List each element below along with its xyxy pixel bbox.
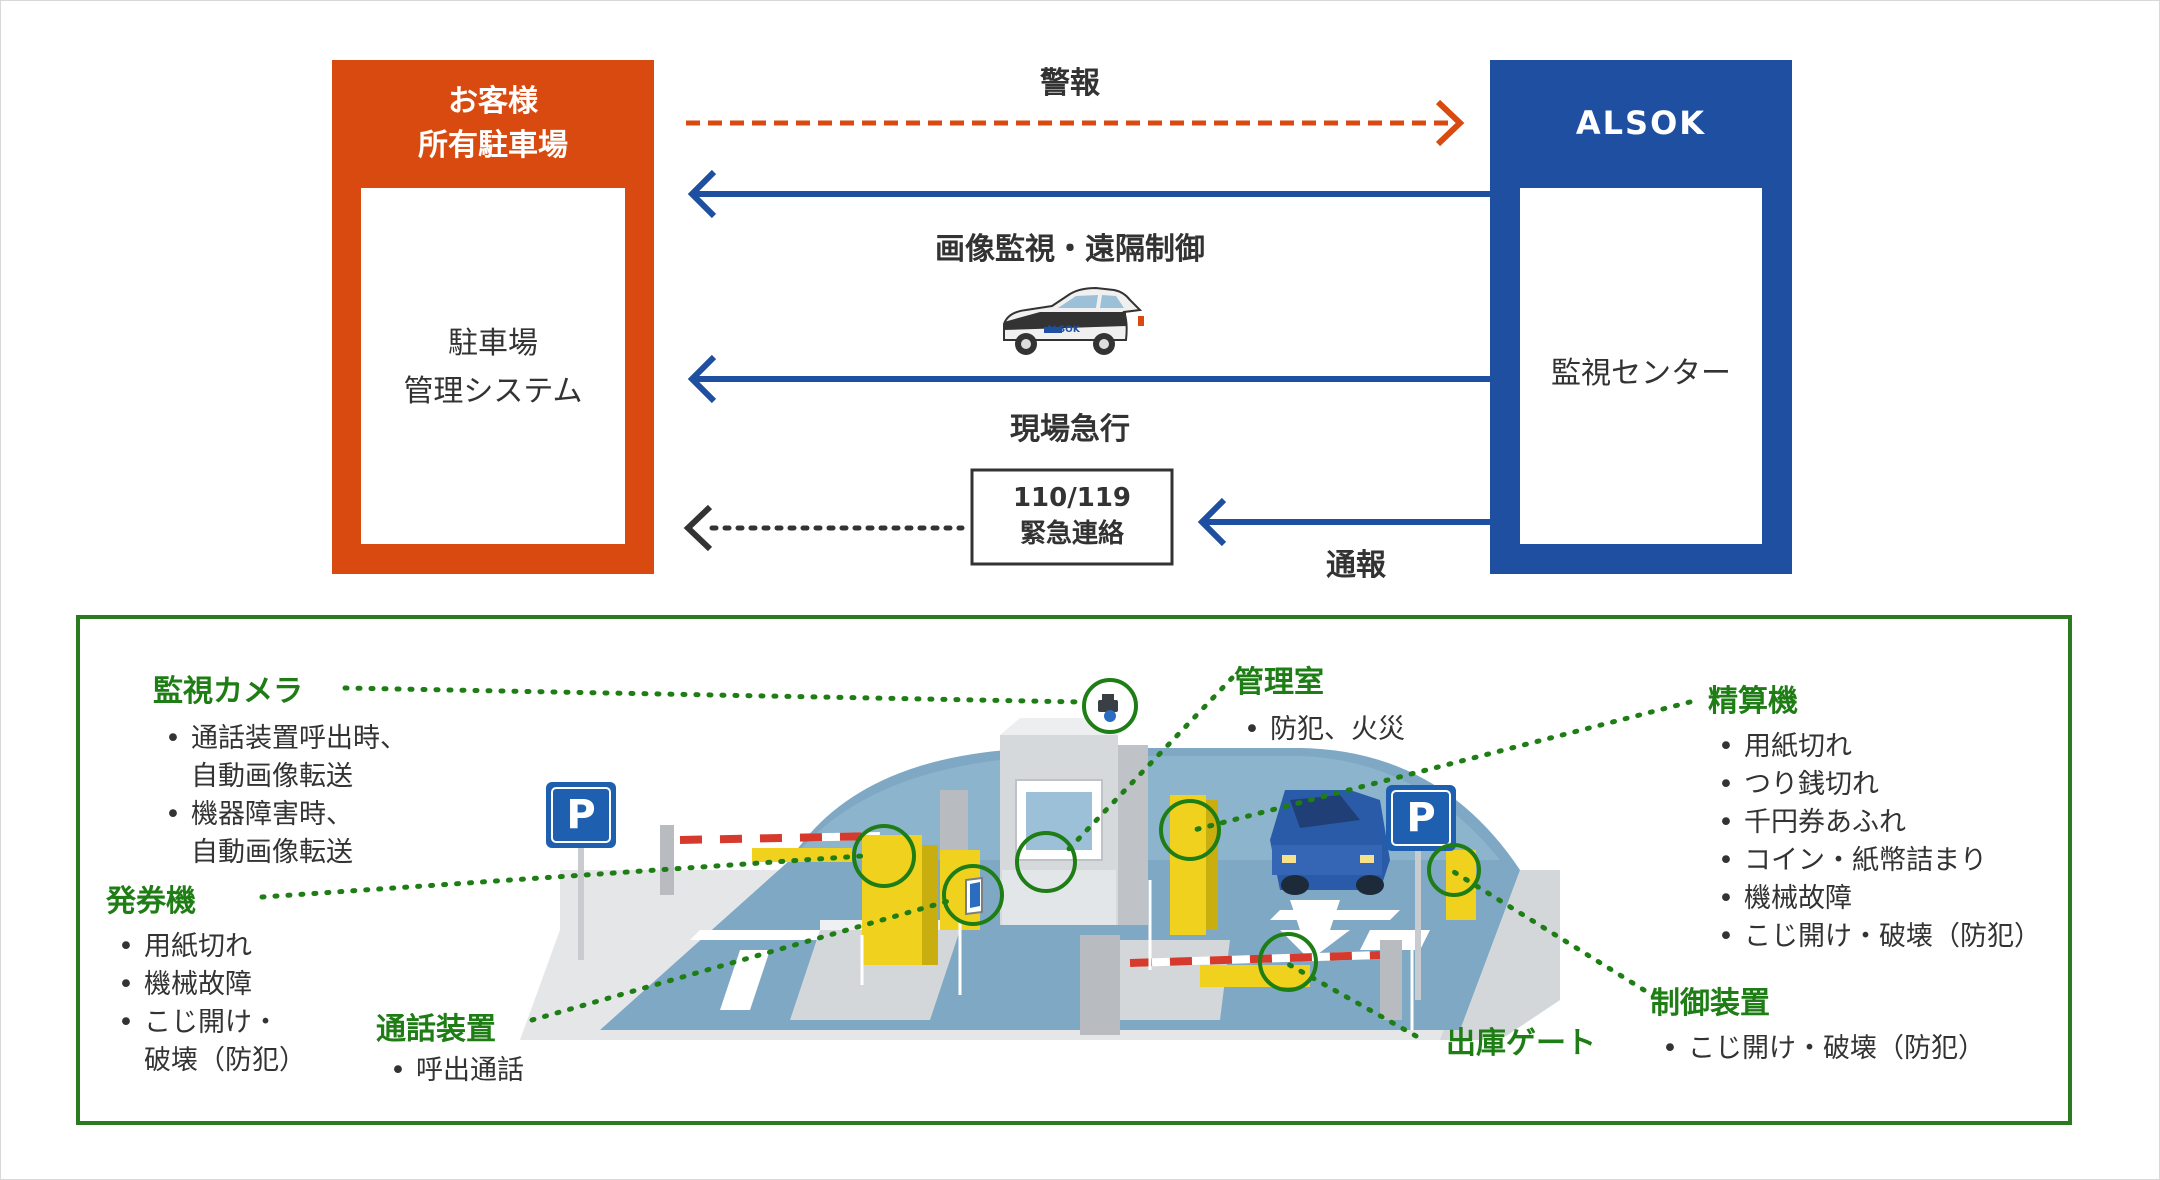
ticket-title: 発券機	[106, 884, 196, 919]
entry-yellow-strip	[752, 848, 852, 862]
post-2	[1080, 935, 1120, 1035]
report-arrowhead	[1197, 497, 1227, 547]
image-monitor-arrowhead	[687, 169, 717, 219]
rush-label: 現場急行	[1010, 412, 1130, 447]
exit-gate-device	[1200, 965, 1310, 987]
parking-system-line1: 駐車場	[448, 326, 538, 361]
parking-system-label: 駐車場 管理システム	[361, 320, 625, 416]
controller-title: 制御装置	[1650, 986, 1770, 1021]
alsok-inner-box	[1520, 188, 1762, 544]
camera-item: 自動画像転送	[191, 837, 353, 868]
car-logo-text: ALSOK	[1046, 325, 1080, 335]
ticket-item: 用紙切れ	[118, 928, 306, 966]
exit-gate-marker	[1258, 932, 1318, 992]
controller-item: こじ開け・破壊（防犯）	[1662, 1030, 1985, 1068]
road-marking-arrow-right	[1280, 900, 1350, 960]
alarm-arrowhead	[1435, 99, 1465, 147]
parking-sign-left	[546, 782, 616, 960]
camera-title: 監視カメラ	[153, 674, 303, 709]
leader-exit-gate	[1285, 961, 1419, 1039]
emergency-line1: 110/119	[1012, 483, 1132, 513]
emergency-box	[970, 468, 1174, 566]
camera-legend: 監視カメラ 通話装置呼出時、 自動画像転送 機器障害時、 自動画像転送	[153, 666, 407, 872]
ticket-items: 用紙切れ 機械故障 こじ開け・ 破壊（防犯）	[106, 928, 306, 1080]
office-legend: 管理室 防犯、火災	[1234, 657, 1405, 749]
office-marker	[1015, 831, 1077, 893]
controller-items: こじ開け・破壊（防犯）	[1650, 1030, 1985, 1068]
ticket-marker	[852, 824, 916, 888]
management-booth	[1000, 718, 1148, 925]
road-marking-arrow-left	[720, 950, 770, 1010]
leader-controller	[1451, 869, 1647, 993]
alsok-title: ALSOK	[1575, 104, 1707, 142]
payment-title: 精算機	[1708, 684, 1798, 719]
emergency-arrowhead	[683, 504, 713, 552]
leader-intercom	[529, 897, 955, 1023]
image-monitor-label: 画像監視・遠隔制御	[935, 232, 1205, 267]
intercom-items: 呼出通話	[376, 1052, 524, 1090]
exit-gate-legend: 出庫ゲート	[1446, 1018, 1596, 1062]
parking-lot-panel	[76, 615, 2072, 1125]
camera-item: 通話装置呼出時、	[165, 720, 407, 758]
payment-items: 用紙切れ つり銭切れ 千円券あふれ コイン・紙幣詰まり 機械故障 こじ開け・破壊…	[1708, 728, 2041, 956]
post-4	[660, 825, 674, 895]
controller-marker	[1427, 843, 1481, 897]
intercom-item: 呼出通話	[390, 1052, 524, 1090]
parking-sign-right	[1386, 785, 1456, 1000]
ticket-item: 破壊（防犯）	[144, 1045, 306, 1076]
customer-title-line1: お客様	[448, 84, 538, 119]
alarm-label: 警報	[1040, 66, 1100, 101]
controller-device	[1446, 850, 1476, 920]
office-title: 管理室	[1234, 665, 1324, 700]
rush-arrowhead	[687, 354, 717, 404]
payment-machine	[1170, 795, 1206, 935]
camera-items: 通話装置呼出時、 自動画像転送 機器障害時、 自動画像転送	[153, 720, 407, 872]
intercom-icon	[965, 876, 983, 916]
intercom-marker	[942, 864, 1004, 926]
ticket-item: 機械故障	[118, 966, 306, 1004]
payment-item: こじ開け・破壊（防犯）	[1718, 918, 2041, 956]
office-item: 防犯、火災	[1244, 711, 1405, 749]
payment-item: 千円券あふれ	[1718, 804, 2041, 842]
parked-car	[1270, 790, 1390, 895]
customer-title-line2: 所有駐車場	[418, 128, 568, 163]
leader-office	[1063, 675, 1235, 855]
post-3	[1380, 940, 1402, 1020]
parking-sign-left-letter: P	[566, 792, 596, 838]
office-items: 防犯、火災	[1234, 711, 1405, 749]
intercom-title: 通話装置	[376, 1012, 496, 1047]
leader-payment	[1191, 699, 1693, 833]
payment-item: つり銭切れ	[1718, 766, 2041, 804]
road-marking-left	[690, 930, 830, 940]
parking-sign-right-letter: P	[1406, 795, 1436, 841]
customer-inner-box	[361, 188, 625, 544]
monitoring-center-label: 監視センター	[1551, 356, 1731, 391]
payment-item: 用紙切れ	[1718, 728, 2041, 766]
leader-ticket	[259, 853, 865, 900]
payment-legend: 精算機 用紙切れ つり銭切れ 千円券あふれ コイン・紙幣詰まり 機械故障 こじ開…	[1708, 676, 2041, 956]
ticket-legend: 発券機 用紙切れ 機械故障 こじ開け・ 破壊（防犯）	[106, 876, 306, 1080]
emergency-line2: 緊急連絡	[1019, 519, 1124, 549]
emergency-label: 110/119 緊急連絡	[972, 480, 1172, 552]
controller-legend: 制御装置 こじ開け・破壊（防犯）	[1650, 978, 1985, 1068]
camera-item: 自動画像転送	[191, 761, 353, 792]
payment-marker	[1159, 799, 1221, 861]
camera-item: 機器障害時、	[165, 796, 407, 834]
customer-title: お客様 所有駐車場	[332, 80, 654, 168]
parking-system-line2: 管理システム	[403, 374, 583, 409]
alsok-car-icon	[1003, 286, 1144, 355]
report-label: 通報	[1326, 548, 1386, 583]
ticket-item: こじ開け・	[118, 1004, 306, 1042]
exit-gate-title: 出庫ゲート	[1446, 1026, 1596, 1061]
leader-camera	[342, 685, 1085, 705]
payment-item: 機械故障	[1718, 880, 2041, 918]
payment-item: コイン・紙幣詰まり	[1718, 842, 2041, 880]
camera-icon	[1098, 694, 1118, 722]
intercom-legend: 通話装置 呼出通話	[376, 1004, 524, 1090]
